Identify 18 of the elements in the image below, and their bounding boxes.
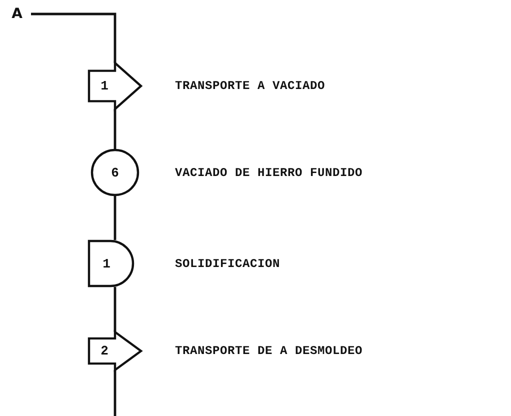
step-description: SOLIDIFICACION <box>175 256 280 270</box>
delay-symbol <box>88 240 134 287</box>
flow-line <box>114 196 116 240</box>
step-description: VACIADO DE HIERRO FUNDIDO <box>175 166 363 180</box>
flow-line <box>114 287 116 332</box>
flow-line <box>114 370 116 416</box>
transport-arrow-symbol <box>88 63 143 109</box>
step-description: TRANSPORTE DE A DESMOLDEO <box>175 344 363 358</box>
operation-circle <box>91 149 139 196</box>
step-description: TRANSPORTE A VACIADO <box>175 79 326 93</box>
step-number: 1 <box>100 80 108 92</box>
step-number: 2 <box>100 344 108 358</box>
connector-label: A <box>6 5 28 23</box>
transport-arrow-symbol <box>88 332 143 370</box>
step-number: 1 <box>102 257 110 270</box>
flow-line <box>31 12 116 63</box>
flow-line <box>114 109 116 149</box>
step-number: 6 <box>111 166 119 179</box>
